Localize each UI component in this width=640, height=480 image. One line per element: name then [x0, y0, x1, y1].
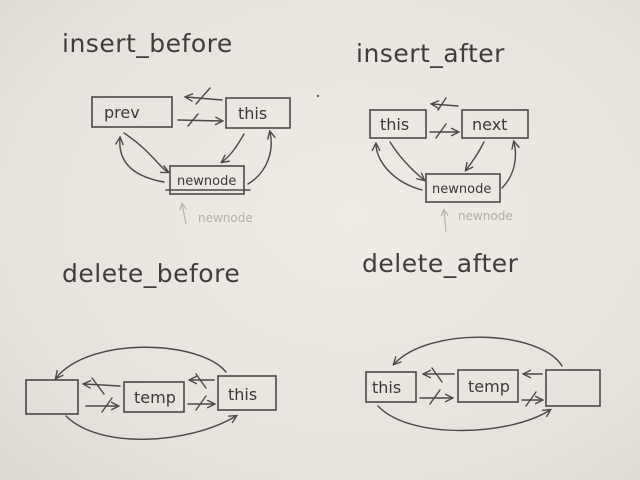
next-to-newnode-arrow	[466, 141, 485, 170]
delete-before-title: delete_before	[62, 259, 240, 288]
newnode-box	[169, 165, 245, 195]
newnode-label: newnode	[432, 182, 491, 197]
crossed-out-stroke	[431, 367, 443, 383]
next-to-this-bypass-arrow	[394, 336, 563, 367]
crossed-out-stroke	[525, 391, 537, 407]
this-node-box	[217, 375, 277, 411]
temp-node-label: temp	[134, 388, 176, 407]
newnode-to-next-arrow	[501, 142, 516, 189]
prev-to-newnode-arrow	[123, 132, 168, 172]
newnode-to-prev-arrow	[120, 138, 165, 183]
this-node-label: this	[372, 378, 401, 397]
this-to-newnode-arrow	[389, 141, 424, 180]
newnode-pointer-label: newnode	[458, 209, 513, 223]
next-node-label: next	[472, 115, 507, 134]
next-node-box	[545, 369, 601, 407]
next-to-this-back-arrow	[432, 104, 459, 106]
delete-after-diagram: delete_after this temp	[362, 249, 601, 432]
insert-before-title: insert_before	[62, 29, 233, 58]
crossed-out-stroke	[195, 395, 207, 411]
newnode-to-this-arrow	[376, 144, 423, 191]
prev-to-this-next-arrow	[177, 120, 222, 121]
crossed-out-stroke	[195, 87, 211, 105]
crossed-out-stroke	[429, 389, 441, 405]
pencil-dot	[316, 94, 320, 98]
delete-before-diagram: delete_before temp this	[25, 259, 277, 440]
this-to-newnode-arrow	[222, 133, 245, 162]
prev-node-box	[91, 96, 173, 128]
prev-node-label: prev	[104, 103, 140, 122]
temp-to-prev-arrow	[84, 384, 121, 386]
this-node-label: this	[238, 104, 267, 123]
this-node-label: this	[228, 385, 257, 404]
newnode-pointer-label: newnode	[198, 211, 253, 225]
delete-after-title: delete_after	[362, 249, 519, 278]
insert-before-diagram: insert_before prev this newnode newnode	[62, 29, 291, 225]
crossed-out-stroke	[91, 377, 105, 395]
newnode-to-this-arrow	[247, 132, 271, 185]
this-to-next-bypass-arrow	[377, 405, 550, 432]
temp-node-box	[123, 381, 185, 413]
temp-node-box	[457, 369, 519, 403]
this-node-box	[365, 371, 417, 403]
newnode-box	[425, 173, 501, 203]
crossed-out-stroke	[187, 113, 199, 127]
temp-node-label: temp	[468, 377, 510, 396]
insert-after-title: insert_after	[356, 39, 505, 68]
this-node-box	[369, 109, 427, 139]
insert-after-diagram: insert_after this next newnode newnode	[356, 39, 529, 233]
crossed-out-stroke	[195, 373, 207, 389]
this-to-prev-bypass-arrow	[56, 346, 227, 378]
newnode-label: newnode	[177, 174, 236, 189]
this-node-box	[225, 97, 291, 129]
this-node-label: this	[380, 115, 409, 134]
prev-to-this-bypass-arrow	[65, 416, 236, 440]
crossed-out-stroke	[101, 397, 113, 413]
crossed-out-stroke	[437, 97, 447, 111]
newnode-pointer-arrow	[182, 204, 186, 225]
prev-node-box	[25, 379, 79, 415]
crossed-out-stroke	[435, 123, 447, 139]
this-to-prev-back-arrow	[186, 97, 223, 100]
next-node-box	[461, 109, 529, 139]
newnode-pointer-arrow	[444, 210, 446, 233]
